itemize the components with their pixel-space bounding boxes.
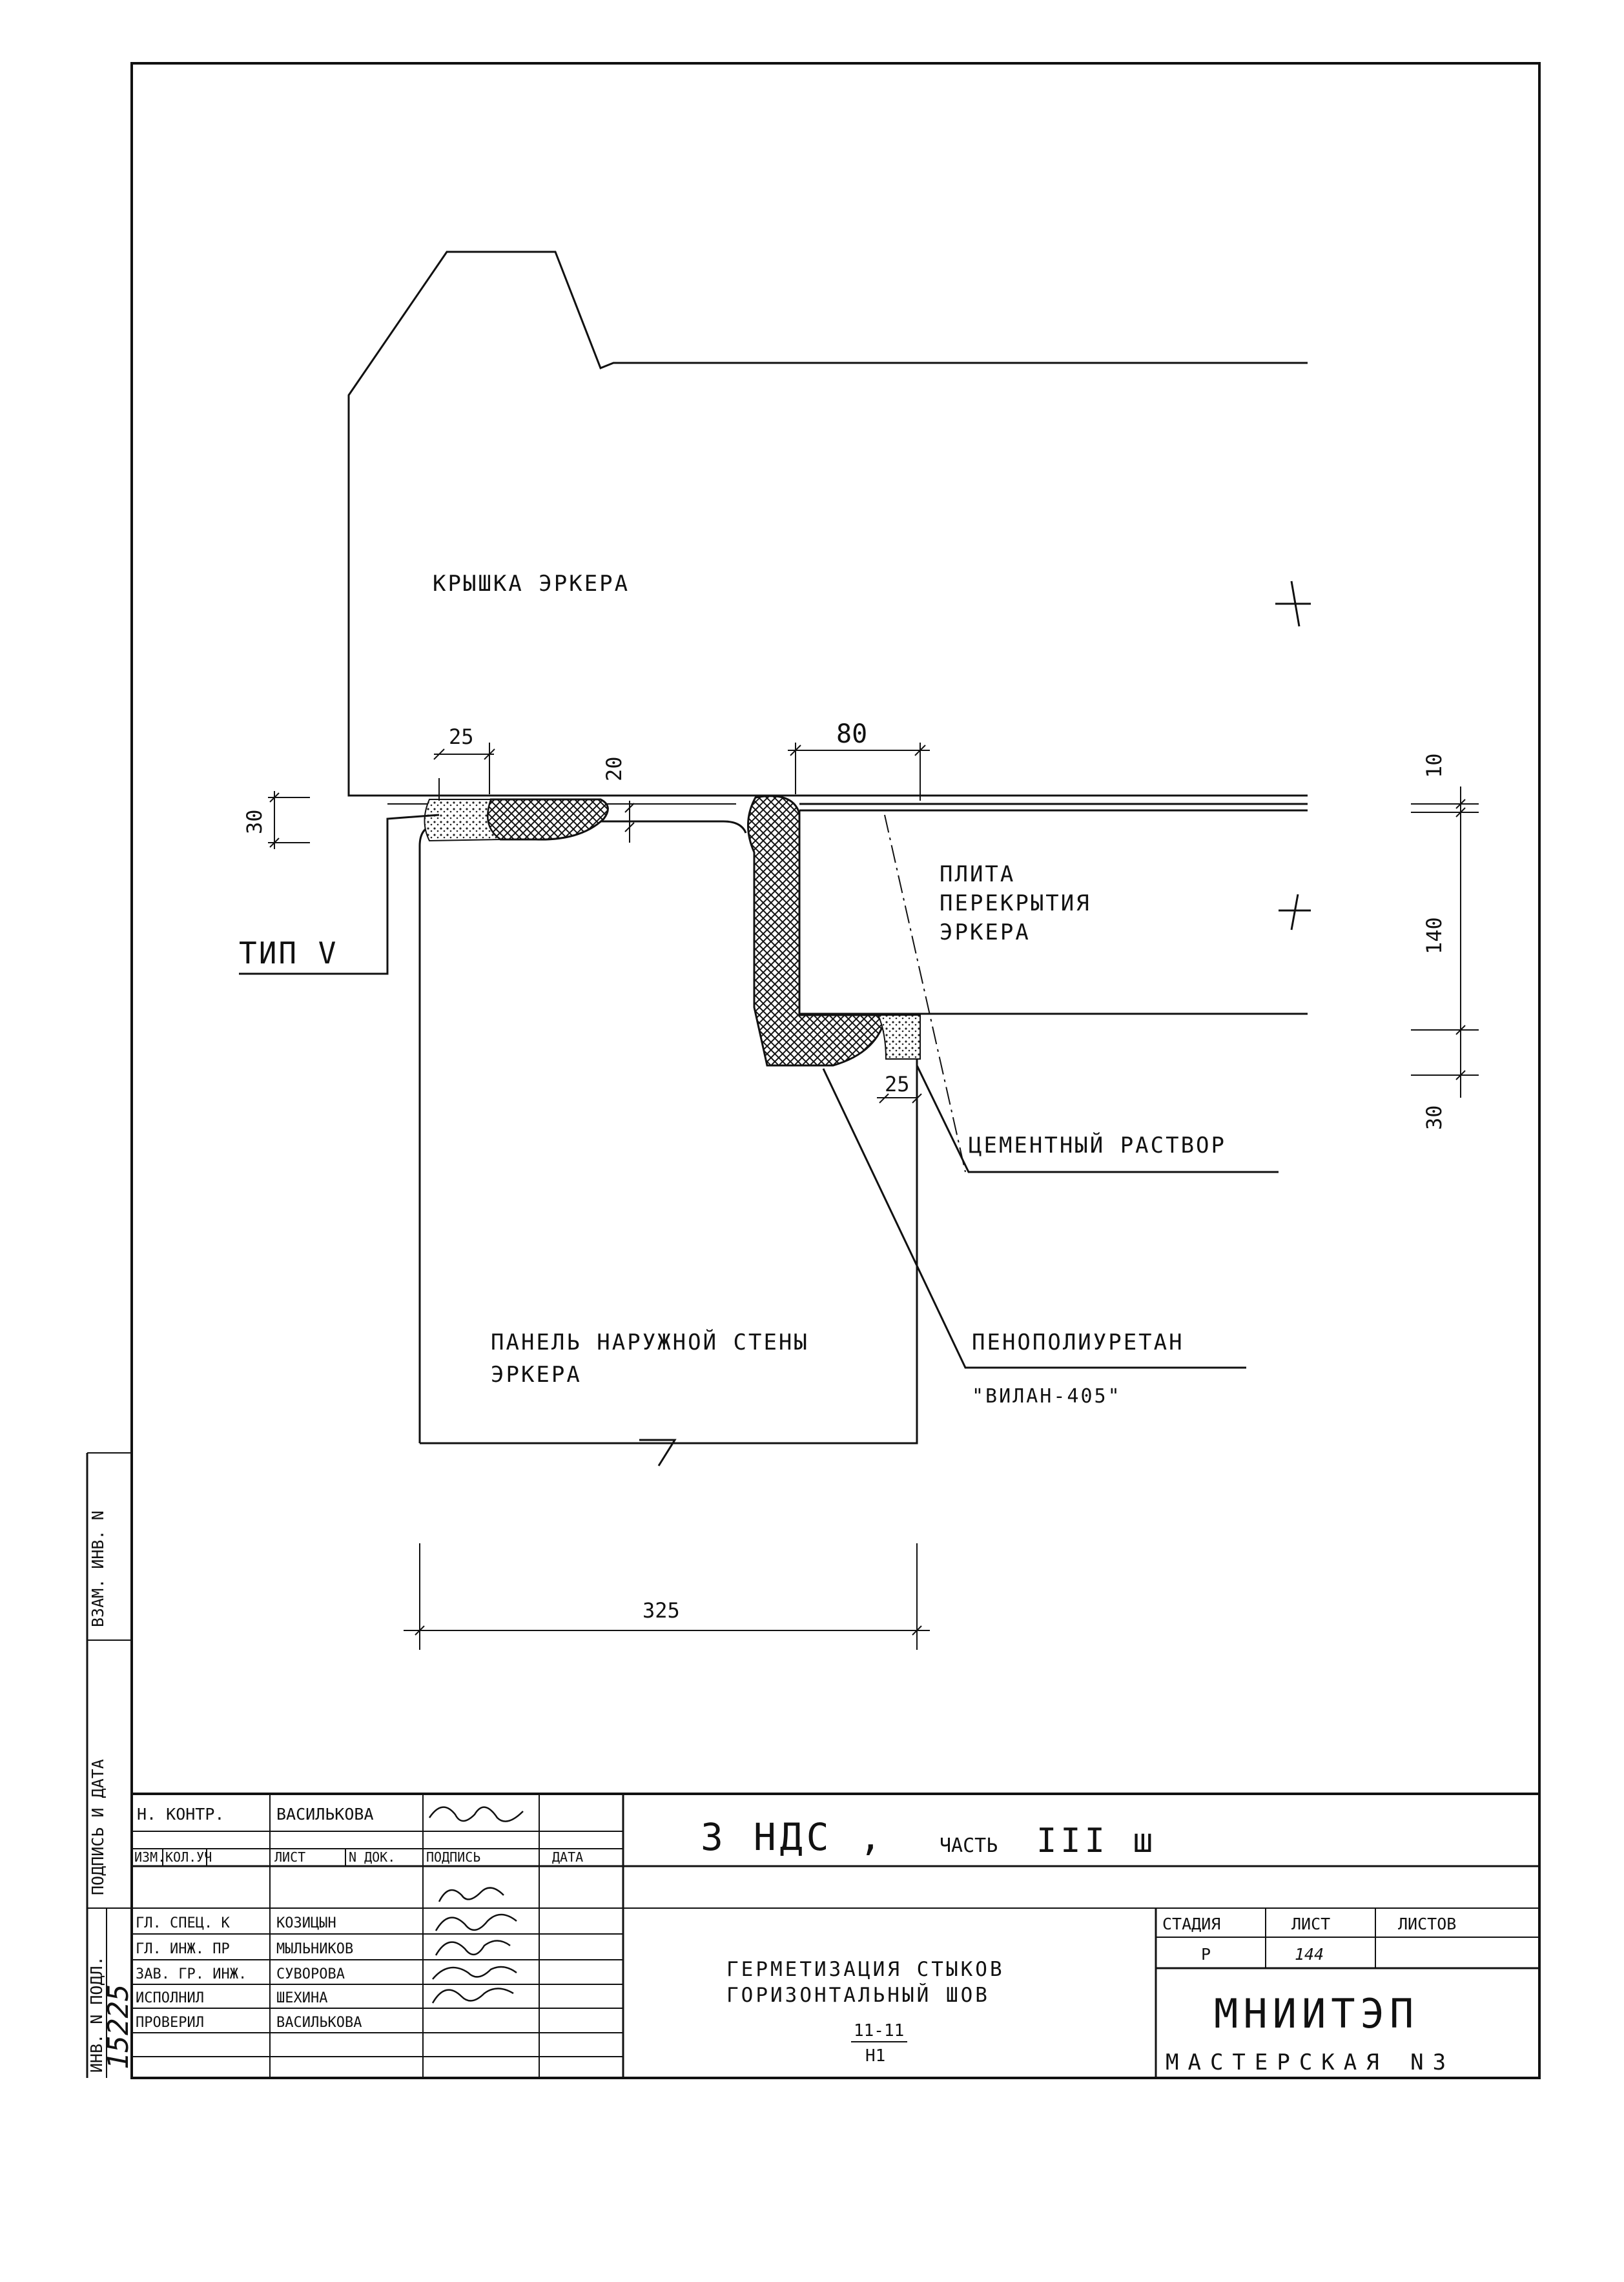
tb-stage: Р (1201, 1945, 1211, 1964)
panel-break-mark (639, 1439, 677, 1466)
dim-80: 80 (836, 719, 867, 749)
tb-row-name-2: МЫЛЬНИКОВ (276, 1941, 353, 1957)
dim-10: 10 (1422, 753, 1446, 778)
label-foam-line1: ПЕНОПОЛИУРЕТАН (972, 1330, 1184, 1355)
slab-outline (798, 803, 1308, 1015)
dim-chain-right (1411, 786, 1479, 1098)
foam-leader (822, 1068, 1246, 1369)
tb-signatures (431, 1887, 517, 2004)
dim-80-lines (788, 743, 930, 801)
mortar-bed-right (877, 1014, 921, 1060)
tb-header-data: ДАТА (552, 1849, 583, 1865)
stamp-inv: ИНВ. N ПОДЛ. (87, 1956, 106, 2073)
title-block (132, 1793, 1539, 2078)
tb-control-signature (428, 1806, 524, 1822)
label-type: ТИП V (239, 936, 338, 971)
margin-stamp: ВЗАМ. ИНВ. N ПОДПИСЬ И ДАТА ИНВ. N ПОДЛ.… (86, 1452, 135, 2078)
label-cap: КРЫШКА ЭРКЕРА (433, 571, 630, 597)
dim-20: 20 (602, 756, 626, 781)
tb-row-role-1: ГЛ. СПЕЦ. К (136, 1915, 230, 1931)
foam-seal-vertical (747, 795, 887, 1067)
stamp-vzam: ВЗАМ. ИНВ. N (88, 1510, 107, 1627)
cap-break-mark (1275, 581, 1311, 627)
label-slab-line2: ПЕРЕКРЫТИЯ (940, 890, 1091, 916)
drawing-frame (130, 62, 1541, 2079)
tb-title-line1: ГЕРМЕТИЗАЦИЯ СТЫКОВ (726, 1958, 1005, 1981)
dim-25-top-lines (433, 743, 495, 801)
tb-stage-label: СТАДИЯ (1162, 1915, 1220, 1933)
stamp-inv-number: 15225 (102, 1984, 135, 2070)
tb-row-name-3: СУВОРОВА (276, 1966, 345, 1982)
dim-30-left-lines (268, 791, 310, 849)
dim-325: 325 (642, 1598, 680, 1623)
tb-sheet-label: ЛИСТ (1291, 1915, 1330, 1933)
tb-control-role: Н. КОНТР. (137, 1805, 224, 1824)
tb-node-bottom: Н1 (865, 2046, 885, 2066)
label-foam-line2: "ВИЛАН-405" (972, 1385, 1122, 1408)
label-mortar: ЦЕМЕНТНЫЙ РАСТВОР (969, 1132, 1226, 1158)
tb-row-role-3: ЗАВ. ГР. ИНЖ. (136, 1966, 247, 1982)
tb-doc-part-no: III ш (1036, 1822, 1157, 1860)
dim-30-left: 30 (242, 809, 267, 834)
tb-node-top: 11-11 (854, 2021, 904, 2040)
dim-25-top: 25 (449, 725, 474, 749)
mortar-leader (916, 1065, 1279, 1173)
tb-org: МНИИТЭП (1214, 1990, 1419, 2037)
dim-140: 140 (1422, 917, 1446, 954)
dim-325-lines (404, 1543, 930, 1650)
foam-seal-horizontal (486, 798, 609, 841)
tb-title-line2: ГОРИЗОНТАЛЬНЫЙ ШОВ (726, 1984, 990, 2007)
tb-header-list: ЛИСТ (274, 1849, 305, 1865)
dim-30-right: 30 (1422, 1105, 1446, 1130)
dim-25-bottom-lines (877, 1059, 922, 1111)
cap-outline (347, 251, 1308, 797)
dim-20-lines (624, 801, 635, 843)
label-slab-line1: ПЛИТА (940, 861, 1015, 887)
tb-control-name: ВАСИЛЬКОВА (276, 1805, 374, 1824)
tb-row-role-2: ГЛ. ИНЖ. ПР (136, 1941, 230, 1957)
tb-header-izm: ИЗМ. (134, 1849, 165, 1865)
tb-doc-part: ЧАСТЬ (940, 1835, 998, 1857)
tb-header-ndok: N ДОК. (349, 1849, 395, 1865)
label-panel-line1: ПАНЕЛЬ НАРУЖНОЙ СТЕНЫ (491, 1329, 809, 1355)
label-slab-line3: ЭРКЕРА (940, 920, 1031, 945)
tb-row-name-1: КОЗИЦЫН (276, 1915, 336, 1931)
tb-row-name-5: ВАСИЛЬКОВА (276, 2015, 362, 2031)
tb-sheets-label: ЛИСТОВ (1398, 1915, 1456, 1933)
label-panel-line2: ЭРКЕРА (491, 1362, 582, 1388)
tb-doc-code: 3 НДС , (701, 1815, 885, 1859)
tb-row-role-5: ПРОВЕРИЛ (136, 2015, 204, 2031)
tb-row-name-4: ШЕХИНА (276, 1990, 327, 2006)
tb-header-koluch: КОЛ.УЧ (165, 1849, 212, 1865)
type-leader (239, 814, 440, 975)
tb-row-role-4: ИСПОЛНИЛ (136, 1990, 204, 2006)
mortar-bed-left (424, 799, 503, 842)
tb-header-podpis: ПОДПИСЬ (426, 1849, 480, 1865)
dim-25-bottom: 25 (885, 1072, 910, 1096)
tb-workshop: МАСТЕРСКАЯ N3 (1166, 2050, 1455, 2075)
tb-sheet-no: 144 (1295, 1945, 1324, 1964)
slab-break-mark (1279, 894, 1311, 930)
stamp-podpis: ПОДПИСЬ И ДАТА (88, 1759, 107, 1895)
